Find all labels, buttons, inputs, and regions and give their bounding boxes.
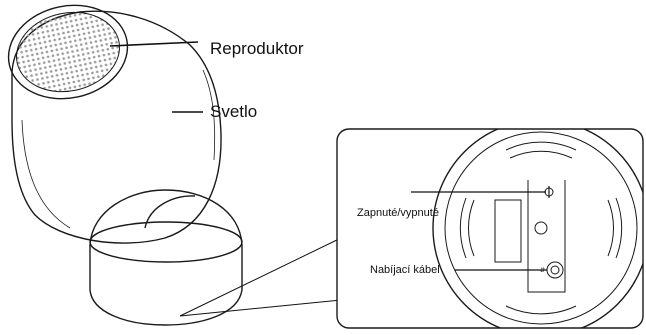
speaker-leader-line (109, 41, 199, 47)
zoom-connector-upper (179, 237, 342, 317)
zoom-frame (336, 128, 644, 329)
speaker-grille (15, 11, 121, 93)
label-charging-cable: Nabíjací kábel (370, 264, 440, 276)
label-light: Svetlo (210, 102, 258, 121)
base-inner-circle (444, 131, 638, 325)
label-speaker: Reproduktor (210, 39, 304, 58)
base-top-rim (89, 221, 243, 263)
port-mark: ⇵ (540, 268, 545, 274)
zoom-panel: ⇵ (336, 128, 644, 329)
foot-slot-right (615, 197, 623, 259)
foot-slot-bottom (505, 305, 577, 315)
label-recess (494, 199, 522, 263)
speaker-device (7, 4, 243, 326)
callout-lines (109, 41, 342, 317)
foot-slot-top (505, 141, 577, 151)
top-ring (7, 4, 129, 100)
center-boss (534, 221, 548, 235)
label-power: Zapnuté/vypnuté (357, 207, 439, 219)
cylinder-body (11, 10, 222, 244)
zoom-connector-lower (179, 299, 342, 317)
foot-slot-left (459, 197, 467, 259)
neck (144, 195, 196, 229)
base-outer-circle (432, 129, 643, 328)
base-stand (89, 189, 243, 326)
control-strip (527, 180, 566, 293)
